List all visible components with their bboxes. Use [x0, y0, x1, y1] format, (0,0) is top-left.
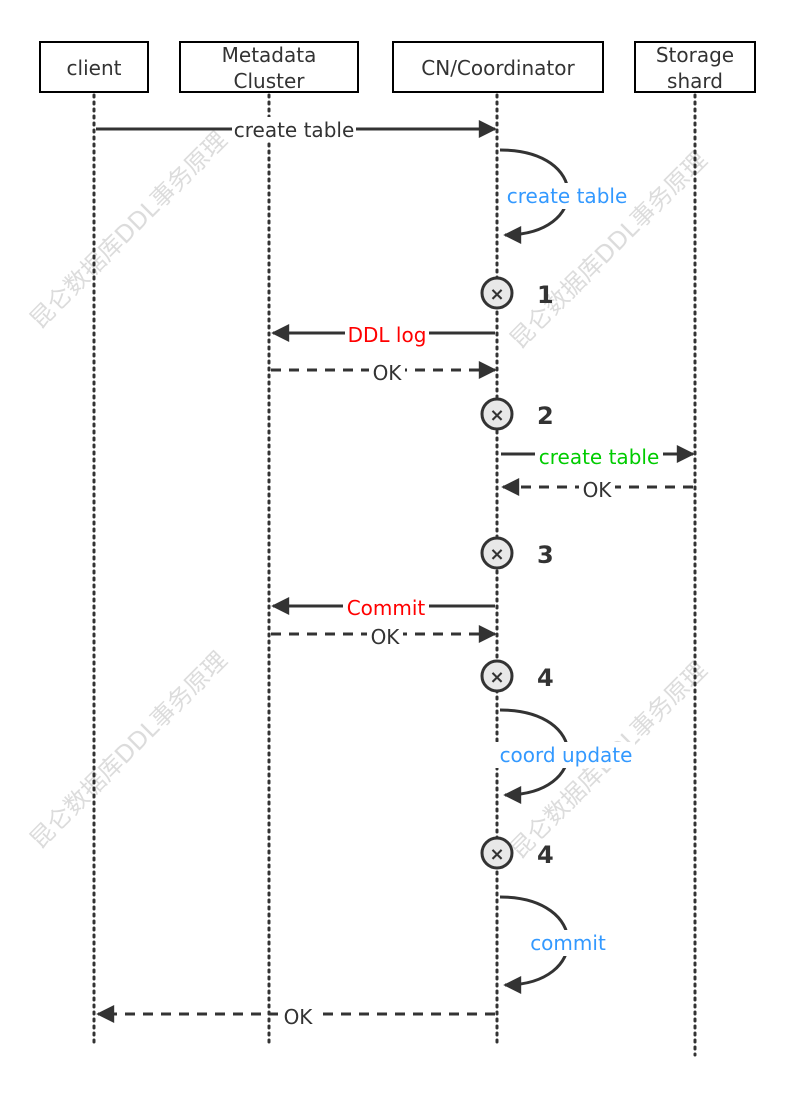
participant-coordinator: CN/Coordinator: [392, 41, 604, 93]
step-number: 1: [537, 281, 554, 309]
message-label: DDL log: [348, 323, 427, 347]
message-label: OK: [284, 1005, 314, 1029]
crash-point-4b: × 4: [480, 836, 554, 870]
step-number: 2: [537, 402, 554, 430]
step-number: 4: [537, 664, 554, 692]
message-label: OK: [373, 361, 403, 385]
message-ok-ddl-log: OK: [271, 360, 497, 385]
message-ok-commit: OK: [271, 624, 497, 649]
participant-metadata-label-line1: Metadata: [222, 43, 317, 67]
lifelines: [92, 93, 697, 1057]
watermark-text: 昆仑数据库DDL事务原理: [24, 126, 232, 334]
message-label: create table: [539, 445, 660, 469]
message-label: create table: [507, 184, 628, 208]
message-label: create table: [234, 118, 355, 142]
crash-point-2: × 2: [480, 397, 554, 431]
message-shard-create-table: create table: [501, 444, 695, 469]
step-number: 4: [537, 841, 554, 869]
message-ddl-log: DDL log: [271, 322, 495, 347]
message-label: commit: [530, 931, 606, 955]
crash-point-4a: × 4: [480, 659, 554, 693]
self-message-create-table: create table: [499, 148, 630, 244]
crash-x-icon: ×: [489, 544, 504, 565]
message-label: coord update: [500, 743, 633, 767]
crash-point-1: × 1: [480, 276, 554, 310]
watermark-text: 昆仑数据库DDL事务原理: [504, 146, 712, 354]
crash-x-icon: ×: [489, 405, 504, 426]
participant-client: client: [39, 41, 149, 93]
crash-x-icon: ×: [489, 667, 504, 688]
participant-coordinator-label: CN/Coordinator: [421, 56, 575, 80]
message-create-table-request: create table: [96, 117, 497, 142]
step-number: 3: [537, 541, 554, 569]
crash-point-3: × 3: [480, 536, 554, 570]
crash-x-icon: ×: [489, 284, 504, 305]
message-label: OK: [583, 478, 613, 502]
participant-storage-label-line1: Storage: [656, 43, 734, 67]
message-ok-client: OK: [96, 1004, 495, 1029]
message-label: OK: [371, 625, 401, 649]
self-message-coord-update: coord update: [495, 708, 635, 804]
message-commit-metadata: Commit: [271, 595, 495, 620]
crash-x-icon: ×: [489, 844, 504, 865]
watermark-text: 昆仑数据库DDL事务原理: [24, 646, 232, 854]
participant-client-label: client: [67, 56, 122, 80]
participant-storage-label-line2: shard: [667, 69, 723, 93]
participant-metadata-cluster: Metadata Cluster: [179, 41, 359, 93]
message-ok-shard: OK: [501, 477, 693, 502]
message-label: Commit: [347, 596, 426, 620]
participant-metadata-label-line2: Cluster: [234, 69, 306, 93]
self-message-commit: commit: [499, 895, 610, 994]
participant-storage-shard: Storage shard: [634, 41, 756, 93]
